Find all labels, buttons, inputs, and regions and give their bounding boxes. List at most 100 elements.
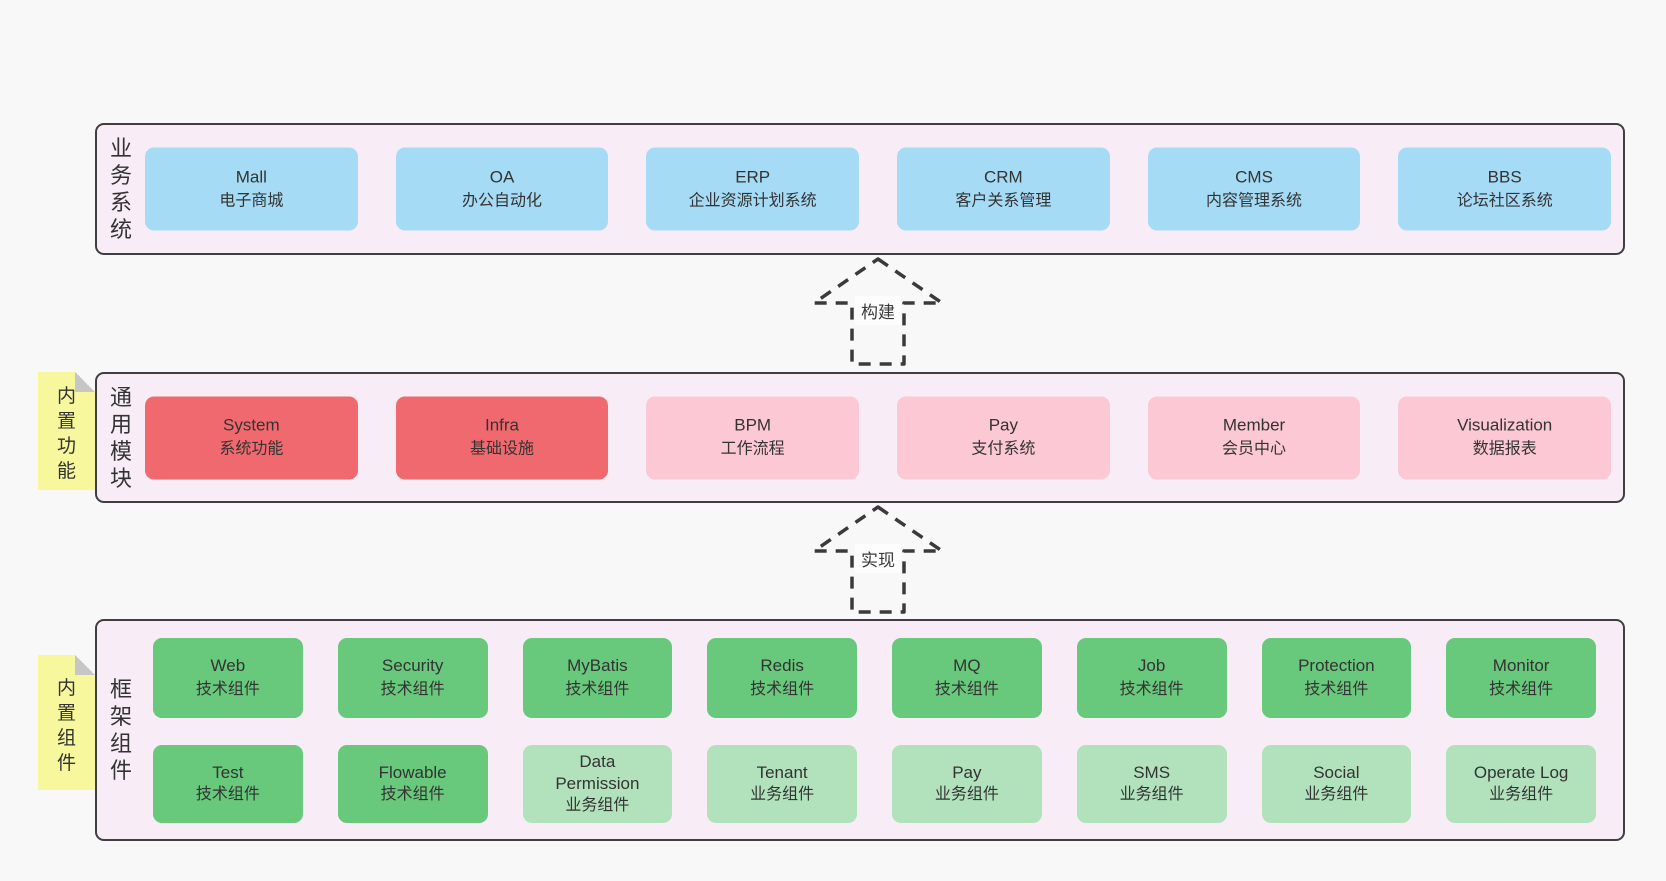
node-title: Social xyxy=(1313,763,1360,782)
node-job: Job 技术组件 xyxy=(1076,638,1227,718)
node-system: System 系统功能 xyxy=(145,396,358,479)
node-title: Member xyxy=(1222,415,1286,435)
node-subtitle: 技术组件 xyxy=(195,786,260,803)
node-visualization: Visualization 数据报表 xyxy=(1398,396,1612,479)
node-protection: Protection 技术组件 xyxy=(1261,638,1412,718)
node-subtitle: 业务组件 xyxy=(750,786,815,803)
framework-components-row-1: Web 技术组件 Security 技术组件 MyBatis 技术组件 Redi… xyxy=(153,638,1596,718)
node-title: ERP xyxy=(735,167,771,186)
node-title: Redis xyxy=(760,656,804,675)
node-subtitle: 业务组件 xyxy=(1304,786,1369,803)
node-pay-component: Pay 业务组件 xyxy=(892,745,1042,823)
node-title: BPM xyxy=(734,415,772,435)
node-title: Pay xyxy=(952,763,982,782)
node-title: Flowable xyxy=(378,763,447,782)
node-redis: Redis 技术组件 xyxy=(707,638,857,718)
build-arrow: 构建 xyxy=(808,256,948,368)
node-title: Security xyxy=(381,656,444,675)
node-title: Pay xyxy=(988,415,1018,435)
node-sms: SMS 业务组件 xyxy=(1076,745,1227,823)
node-subtitle: 客户关系管理 xyxy=(955,192,1052,209)
layer-business-systems: 业务系统 Mall 电子商城 OA 办公自动化 ERP 企业资源计划系统 CRM… xyxy=(95,123,1625,255)
node-security: Security 技术组件 xyxy=(337,638,488,718)
node-test: Test 技术组件 xyxy=(153,745,303,823)
layer-common-modules: 通用模块 System 系统功能 Infra 基础设施 BPM 工作流程 Pay… xyxy=(95,372,1625,503)
implement-arrow-label: 实现 xyxy=(855,544,901,573)
business-systems-row: Mall 电子商城 OA 办公自动化 ERP 企业资源计划系统 CRM 客户关系… xyxy=(145,147,1612,231)
node-subtitle: 论坛社区系统 xyxy=(1456,192,1553,209)
node-subtitle: 技术组件 xyxy=(750,681,815,698)
node-mybatis: MyBatis 技术组件 xyxy=(522,638,673,718)
node-subtitle: 办公自动化 xyxy=(462,192,543,209)
node-subtitle: 业务组件 xyxy=(1489,786,1554,803)
node-subtitle: 业务组件 xyxy=(934,786,999,803)
node-title: System xyxy=(222,415,280,435)
implement-arrow: 实现 xyxy=(808,504,948,616)
node-subtitle: 数据报表 xyxy=(1472,440,1537,458)
common-modules-row: System 系统功能 Infra 基础设施 BPM 工作流程 Pay 支付系统… xyxy=(145,396,1612,479)
node-subtitle: 技术组件 xyxy=(1489,681,1554,698)
node-web: Web 技术组件 xyxy=(153,638,303,718)
node-subtitle: 电子商城 xyxy=(219,192,284,209)
layer-label-common-modules: 通用模块 xyxy=(109,384,132,491)
sticky-note-text: 内置组件 xyxy=(56,677,76,774)
node-erp: ERP 企业资源计划系统 xyxy=(646,147,860,231)
node-subtitle: 技术组件 xyxy=(1119,681,1184,698)
node-title: CMS xyxy=(1235,167,1273,186)
node-bpm: BPM 工作流程 xyxy=(646,396,860,479)
node-subtitle: 企业资源计划系统 xyxy=(688,192,817,209)
node-operate-log: Operate Log 业务组件 xyxy=(1446,745,1596,823)
node-subtitle: 系统功能 xyxy=(219,440,284,458)
up-arrow-icon xyxy=(812,257,944,366)
up-arrow-icon xyxy=(812,505,944,614)
node-subtitle: 技术组件 xyxy=(195,681,260,698)
node-title: CRM xyxy=(983,167,1023,186)
node-social: Social 业务组件 xyxy=(1261,745,1412,823)
node-title: MQ xyxy=(953,656,981,675)
node-title: Job xyxy=(1137,656,1166,675)
build-arrow-label: 构建 xyxy=(855,296,901,325)
node-infra: Infra 基础设施 xyxy=(395,396,609,479)
node-title: MyBatis xyxy=(567,656,628,675)
folded-corner-icon xyxy=(75,372,95,392)
node-title: Monitor xyxy=(1492,656,1550,675)
node-crm: CRM 客户关系管理 xyxy=(897,147,1110,231)
node-subtitle: 业务组件 xyxy=(1119,786,1184,803)
node-subtitle: 技术组件 xyxy=(934,681,999,698)
node-tenant: Tenant 业务组件 xyxy=(707,745,857,823)
node-title: Operate Log xyxy=(1473,763,1569,782)
node-member: Member 会员中心 xyxy=(1147,396,1361,479)
node-oa: OA 办公自动化 xyxy=(395,147,609,231)
sticky-note-text: 内置功能 xyxy=(56,386,76,482)
node-bbs: BBS 论坛社区系统 xyxy=(1398,147,1612,231)
node-title: Visualization xyxy=(1457,415,1553,435)
sticky-note-builtin-features: 内置功能 xyxy=(38,372,95,490)
layer-label-business-systems: 业务系统 xyxy=(109,136,132,242)
layer-framework-components: 框架组件 Web 技术组件 Security 技术组件 MyBatis 技术组件… xyxy=(95,619,1625,841)
node-subtitle: 技术组件 xyxy=(380,786,445,803)
node-subtitle: 技术组件 xyxy=(380,681,445,698)
node-mall: Mall 电子商城 xyxy=(145,147,358,231)
node-title: SMS xyxy=(1133,763,1171,782)
node-title: Test xyxy=(212,763,244,782)
node-title: OA xyxy=(489,167,515,186)
node-subtitle: 基础设施 xyxy=(470,440,535,458)
node-subtitle: 内容管理系统 xyxy=(1206,192,1303,209)
node-title: Mall xyxy=(235,167,267,186)
sticky-note-builtin-components: 内置组件 xyxy=(38,655,95,790)
node-monitor: Monitor 技术组件 xyxy=(1446,638,1596,718)
node-title: Protection xyxy=(1298,656,1375,675)
node-flowable: Flowable 技术组件 xyxy=(337,745,488,823)
node-subtitle: 会员中心 xyxy=(1222,440,1287,458)
node-subtitle: 技术组件 xyxy=(1304,681,1369,698)
node-mq: MQ 技术组件 xyxy=(892,638,1042,718)
node-title: Infra xyxy=(484,415,520,435)
node-title: Data Permission xyxy=(555,752,640,793)
layer-label-framework-components: 框架组件 xyxy=(109,677,132,783)
node-cms: CMS 内容管理系统 xyxy=(1147,147,1361,231)
node-title: Web xyxy=(210,656,246,675)
node-subtitle: 支付系统 xyxy=(971,440,1036,458)
node-pay-module: Pay 支付系统 xyxy=(897,396,1110,479)
framework-components-row-2: Test 技术组件 Flowable 技术组件 Data Permission … xyxy=(153,745,1596,823)
